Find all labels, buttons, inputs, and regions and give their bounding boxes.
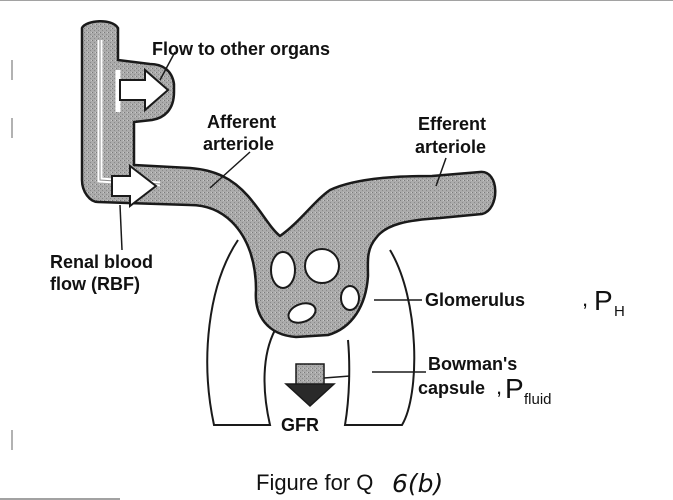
label-afferent-arteriole: arteriole xyxy=(203,134,274,154)
figure-caption-handwritten: 6(b) xyxy=(392,469,443,498)
label-afferent: Afferent xyxy=(207,112,276,132)
capillary-loop xyxy=(271,252,295,288)
gfr-arrow-shaft xyxy=(296,364,324,386)
pointer-rbf xyxy=(120,205,122,250)
label-capsule: capsule xyxy=(418,378,485,398)
label-flow-to-other-organs: Flow to other organs xyxy=(152,39,330,59)
label-glomerulus: Glomerulus xyxy=(425,290,525,310)
symbol-p-h-subscript: H xyxy=(614,303,625,320)
capillary-loop xyxy=(341,286,359,310)
glomerulus-separator: , xyxy=(582,286,588,311)
symbol-p-h: P xyxy=(594,285,613,316)
symbol-p-fluid-subscript: fluid xyxy=(524,391,552,408)
label-gfr: GFR xyxy=(281,415,319,435)
label-renal-blood: Renal blood xyxy=(50,252,153,272)
label-efferent: Efferent xyxy=(418,114,486,134)
capillary-loop xyxy=(305,249,339,283)
label-bowmans: Bowman's xyxy=(428,354,517,374)
gfr-arrow-icon xyxy=(286,384,334,406)
pointer-bowman-inner xyxy=(324,376,350,378)
label-efferent-arteriole: arteriole xyxy=(415,137,486,157)
bowman-separator: , xyxy=(496,374,502,399)
symbol-p-fluid: P xyxy=(505,373,524,404)
label-flow-rbf: flow (RBF) xyxy=(50,274,140,294)
figure-caption-printed: Figure for Q xyxy=(256,470,373,495)
